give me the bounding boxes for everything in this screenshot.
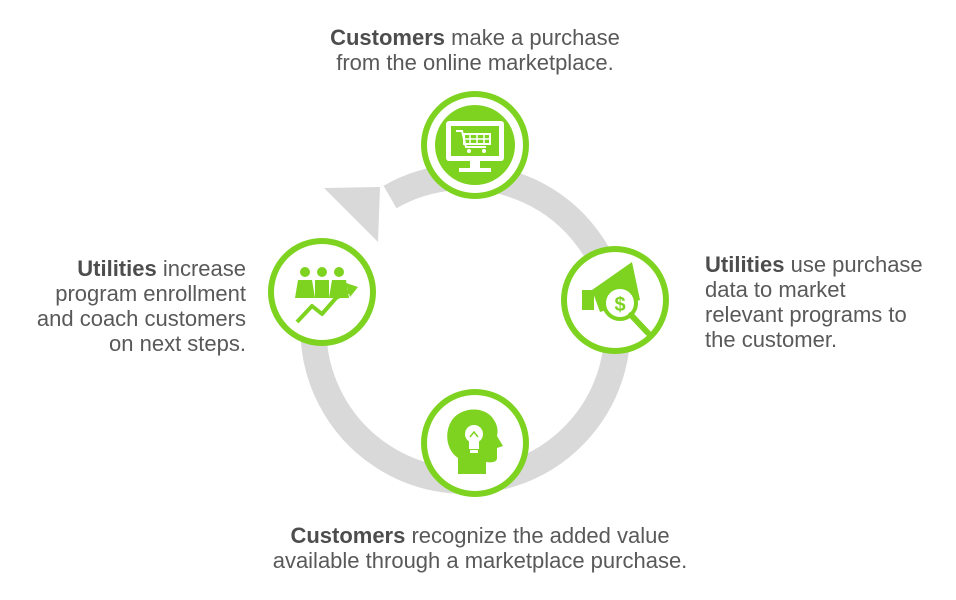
caption-market-line2: data to market: [705, 277, 846, 302]
caption-enrollment-line4: on next steps.: [109, 331, 246, 356]
caption-market-rest: use purchase: [784, 252, 923, 277]
caption-enrollment-line2: program enrollment: [55, 281, 246, 306]
caption-value-bold: Customers: [290, 523, 406, 548]
caption-value-rest: recognize the added value: [405, 523, 670, 548]
caption-market-line4: the customer.: [705, 327, 838, 352]
caption-market-bold: Utilities: [705, 252, 785, 277]
caption-purchase-rest: make a purchase: [445, 25, 620, 50]
people-growth-icon: [295, 267, 358, 324]
node-purchase: [421, 91, 529, 199]
caption-value: Customers recognize the added value avai…: [220, 523, 740, 573]
node-value: [421, 389, 529, 497]
cycle-arc: [300, 163, 631, 494]
cycle-arrowhead: [324, 187, 380, 242]
caption-enrollment-bold: Utilities: [77, 256, 157, 281]
megaphone-dollar-icon: $: [582, 262, 651, 336]
caption-purchase-line2: from the online marketplace.: [336, 50, 614, 75]
caption-market-line3: relevant programs to: [705, 302, 907, 327]
caption-value-line2: available through a marketplace purchase…: [272, 548, 688, 573]
svg-text:$: $: [614, 294, 625, 316]
caption-market: Utilities use purchase data to market re…: [705, 252, 950, 352]
caption-enrollment-line3: and coach customers: [36, 306, 246, 331]
caption-enrollment: Utilities increase program enrollment an…: [20, 256, 246, 356]
computer-cart-icon: [446, 121, 504, 172]
caption-purchase-bold: Customers: [330, 25, 446, 50]
caption-purchase: Customers make a purchase from the onlin…: [290, 25, 660, 75]
head-lightbulb-icon: [447, 409, 503, 474]
node-market: $: [561, 246, 669, 354]
caption-enrollment-rest: increase: [156, 256, 246, 281]
node-enrollment: [268, 238, 376, 346]
